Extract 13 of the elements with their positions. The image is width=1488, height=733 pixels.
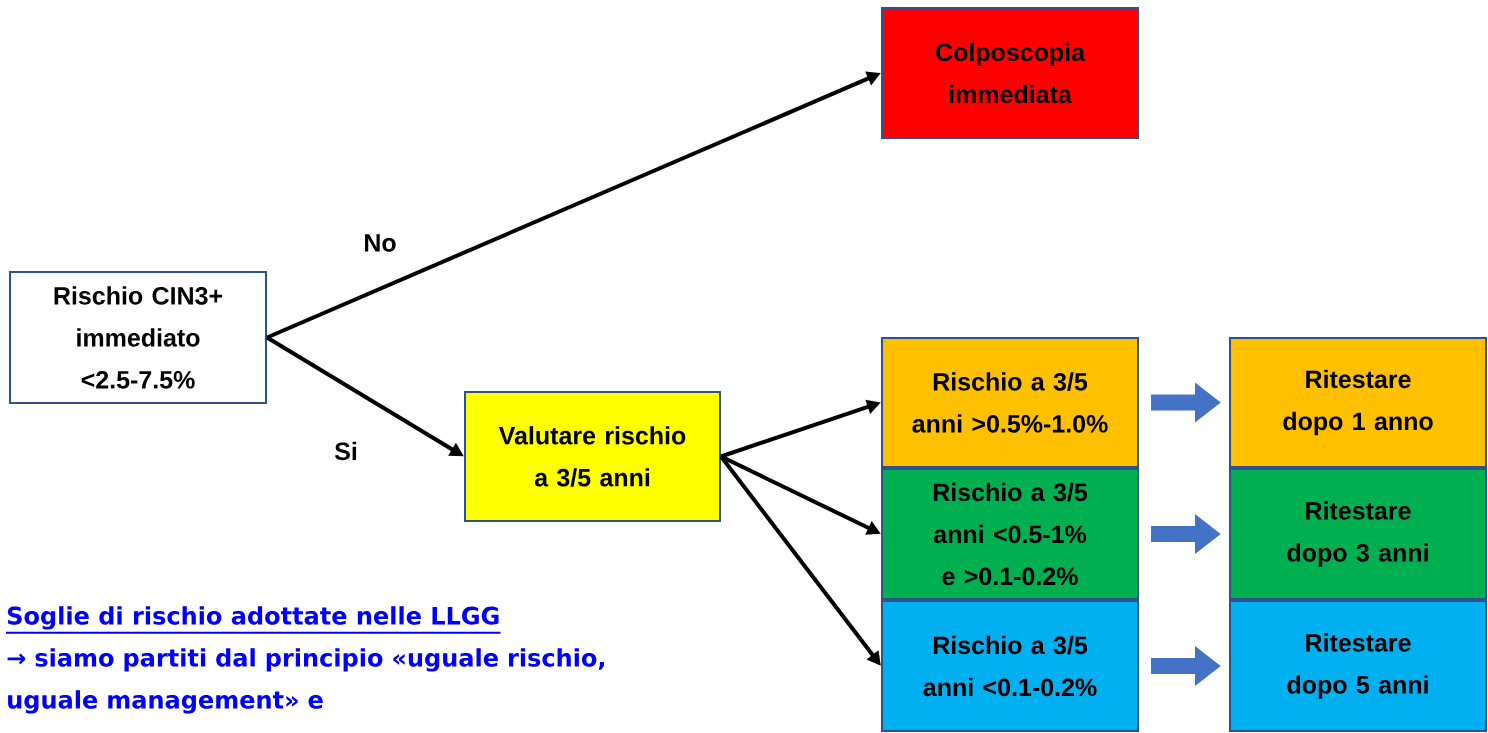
note-text: → siamo partiti dal principio «uguale rischio, uguale management» e <box>7 648 605 714</box>
edge-label: No <box>362 233 398 253</box>
process-box: Valutare rischio a 3/5 anni <box>464 391 721 522</box>
process-box: Colposcopia immediata <box>881 7 1139 139</box>
process-box: Ritestare dopo 3 anni <box>1229 468 1487 600</box>
process-box: Rischio CIN3+ immediato <2.5-7.5% <box>9 271 267 404</box>
process-box: Rischio a 3/5 anni <0.1-0.2% <box>881 600 1139 732</box>
underlined-heading: Soglie di rischio adottate nelle LLGG <box>5 606 502 634</box>
process-box: Ritestare dopo 1 anno <box>1229 337 1487 468</box>
process-box: Rischio a 3/5 anni <0.5-1% e >0.1-0.2% <box>881 468 1139 600</box>
process-box: Rischio a 3/5 anni >0.5%-1.0% <box>881 337 1139 468</box>
process-box: Ritestare dopo 5 anni <box>1229 600 1487 732</box>
edge-label: Si <box>333 440 359 462</box>
